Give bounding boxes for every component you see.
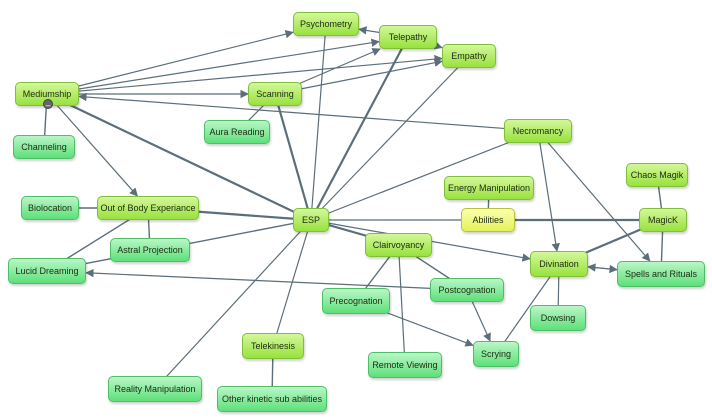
node-biolocation[interactable]: Biolocation bbox=[21, 196, 79, 220]
connection-line bbox=[46, 54, 443, 95]
node-scanning[interactable]: Scanning bbox=[248, 82, 302, 106]
connection-line bbox=[46, 38, 380, 95]
connection-line bbox=[45, 92, 313, 222]
connection-line bbox=[46, 30, 294, 95]
node-esp[interactable]: ESP bbox=[293, 208, 329, 232]
collapse-toggle-button[interactable]: – bbox=[43, 99, 53, 110]
node-telekinesis[interactable]: Telekinesis bbox=[242, 333, 304, 359]
node-dowsing[interactable]: Dowsing bbox=[530, 305, 586, 331]
node-out-of-body-experiance[interactable]: Out of Body Experiance bbox=[97, 196, 199, 220]
connection-line bbox=[272, 219, 312, 347]
node-precognation[interactable]: Precognation bbox=[322, 288, 390, 314]
node-aura-reading[interactable]: Aura Reading bbox=[204, 120, 270, 144]
connection-line bbox=[274, 58, 443, 95]
node-postcognation[interactable]: Postcognation bbox=[430, 278, 504, 302]
connection-line bbox=[310, 130, 539, 221]
connection-line bbox=[310, 23, 327, 221]
node-lucid-dreaming[interactable]: Lucid Dreaming bbox=[8, 258, 86, 284]
node-remote-viewing[interactable]: Remote Viewing bbox=[368, 352, 442, 378]
node-telepathy[interactable]: Telepathy bbox=[379, 25, 437, 49]
node-energy-manipulation[interactable]: Energy Manipulation bbox=[444, 176, 534, 200]
node-other-kinetic-sub-abilities[interactable]: Other kinetic sub abilities bbox=[217, 386, 327, 412]
node-chaos-magik[interactable]: Chaos Magik bbox=[626, 163, 688, 187]
connection-line bbox=[310, 55, 470, 221]
node-divination[interactable]: Divination bbox=[530, 251, 588, 277]
connection-line bbox=[309, 35, 410, 222]
node-spells-and-rituals[interactable]: Spells and Rituals bbox=[617, 261, 705, 287]
node-channeling[interactable]: Channeling bbox=[13, 135, 75, 159]
node-clairvoyancy[interactable]: Clairvoyancy bbox=[365, 233, 432, 257]
connection-line bbox=[46, 93, 138, 197]
node-abilities[interactable]: Abilities bbox=[461, 208, 515, 232]
connection-line bbox=[273, 92, 313, 222]
connection-line bbox=[78, 92, 539, 132]
node-magick[interactable]: MagicK bbox=[639, 208, 687, 232]
connection-line bbox=[495, 263, 560, 355]
connection-line bbox=[85, 268, 468, 291]
connection-line bbox=[397, 244, 406, 366]
node-necromancy[interactable]: Necromancy bbox=[504, 119, 572, 143]
node-empathy[interactable]: Empathy bbox=[442, 44, 496, 68]
connection-line bbox=[537, 130, 651, 262]
node-psychometry[interactable]: Psychometry bbox=[293, 12, 359, 36]
node-reality-manipulation[interactable]: Reality Manipulation bbox=[108, 376, 202, 402]
connection-line bbox=[154, 219, 312, 390]
node-scrying[interactable]: Scrying bbox=[473, 341, 519, 367]
connection-line bbox=[537, 130, 560, 252]
node-astral-projection[interactable]: Astral Projection bbox=[110, 238, 190, 262]
